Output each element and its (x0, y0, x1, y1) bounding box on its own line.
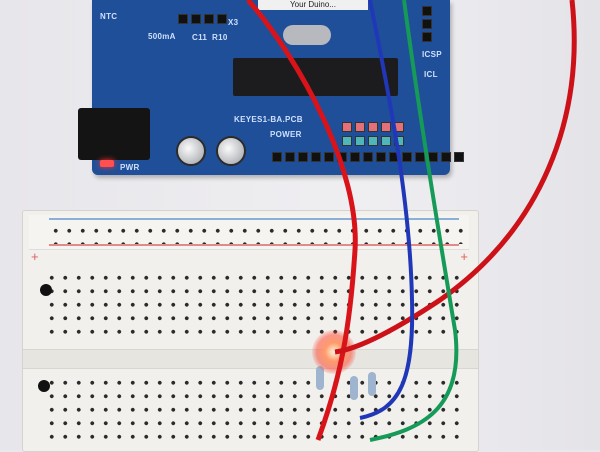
push-button-1 (40, 284, 52, 296)
colored-header-pins-cyan (342, 136, 404, 146)
terminal-strip-bottom (45, 376, 465, 448)
capacitor-1 (176, 136, 206, 166)
dc-power-jack (78, 108, 150, 160)
top-header-pins (178, 14, 227, 24)
top-sticker-label: Your Duino... (258, 0, 368, 10)
red-wire-1 (246, 0, 358, 441)
microcontroller-chip (233, 58, 398, 96)
red-wire-2 (334, 0, 577, 355)
pcb-label: KEYES1-BA.PCB (234, 115, 303, 124)
green-wire (369, 0, 459, 442)
icsp-label: ICSP (422, 50, 442, 59)
ntc-label: NTC (100, 12, 118, 21)
resistor-3 (368, 372, 376, 396)
capacitor-2 (216, 136, 246, 166)
crystal-oscillator (283, 25, 331, 45)
led-lit-icon (312, 330, 356, 374)
pwr-label: PWR (120, 163, 140, 172)
breadboard: + + (22, 210, 479, 452)
x3-label: X3 (228, 18, 239, 27)
resistor-2 (350, 376, 358, 400)
c11-label: C11 (192, 33, 208, 42)
fuse-label: 500mA (148, 32, 176, 41)
power-led-icon (100, 160, 114, 167)
icsp-header-pins (422, 6, 432, 42)
center-channel (23, 349, 478, 369)
top-power-rail (29, 215, 469, 250)
rail-plus-label-right: + (460, 249, 468, 264)
blue-wire (359, 0, 415, 420)
power-header-pins (272, 152, 464, 162)
rail-plus-label: + (31, 249, 39, 264)
icl-label: ICL (424, 70, 438, 79)
power-label: POWER (270, 130, 302, 139)
resistor-1 (316, 366, 324, 390)
push-button-2 (38, 380, 50, 392)
r10-label: R10 (212, 33, 228, 42)
